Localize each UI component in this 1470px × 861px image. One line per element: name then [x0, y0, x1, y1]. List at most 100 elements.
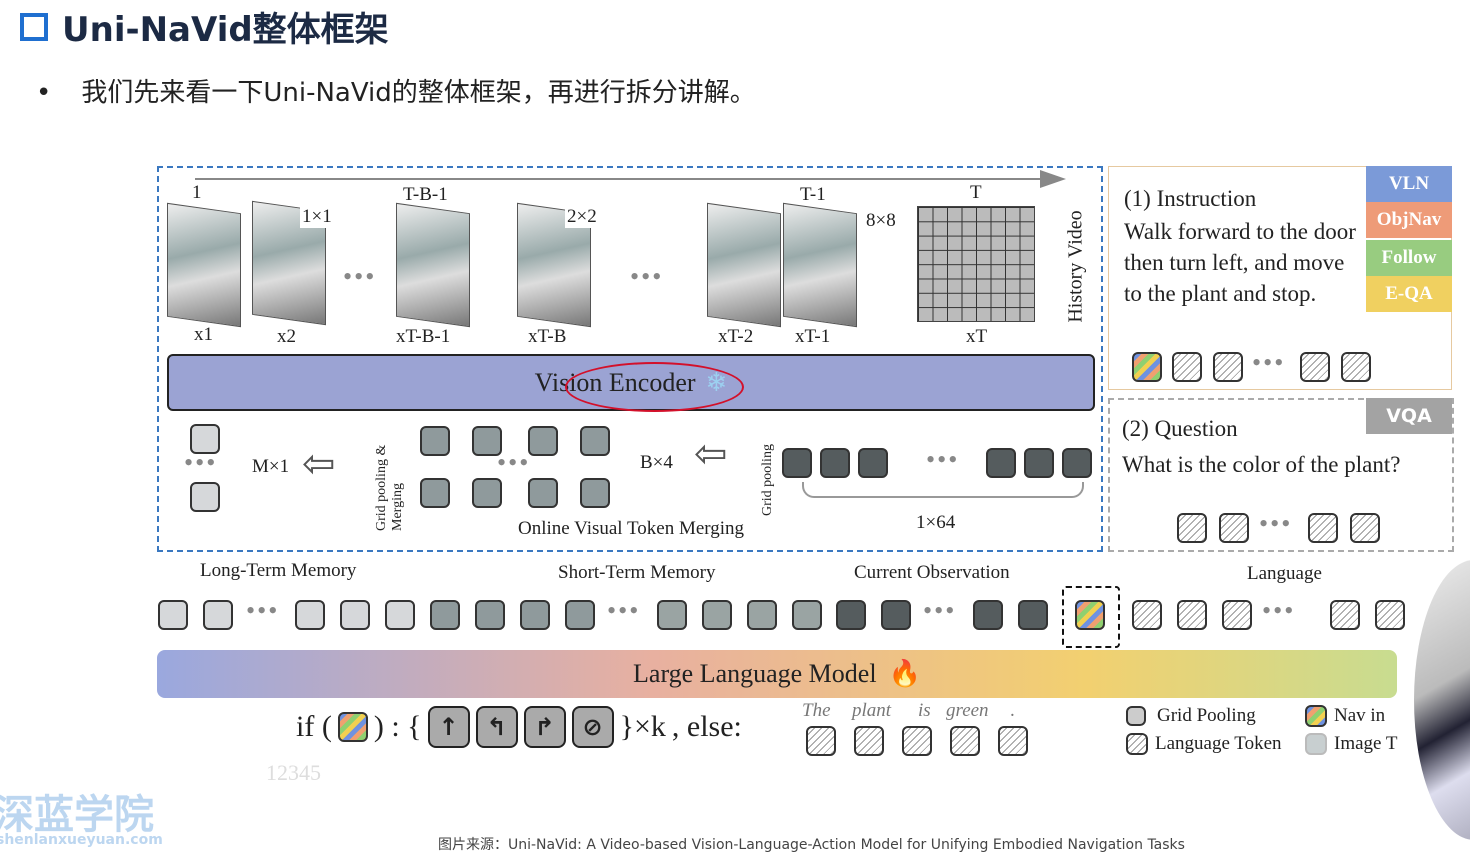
merge-token: [420, 478, 450, 508]
time-label: T-B-1: [403, 184, 448, 205]
frame-label: xT: [966, 326, 988, 347]
question-box: [1108, 398, 1454, 552]
observation-token: [836, 600, 866, 630]
tag-objnav: ObjNav: [1366, 202, 1452, 238]
tag-eqa: E-QA: [1366, 276, 1452, 312]
ellipsis: •••: [630, 262, 664, 291]
image-token-icon: [1305, 733, 1327, 755]
language-label: Language: [1247, 563, 1322, 584]
watermark-url: shenlanxueyuan.com: [0, 832, 163, 848]
current-token: [1024, 448, 1054, 478]
ellipsis: •••: [926, 445, 960, 474]
merge-token: [190, 424, 220, 454]
llm-label: Large Language Model: [633, 659, 877, 688]
merge-token: [528, 478, 558, 508]
legend-nav: Nav in: [1334, 705, 1386, 726]
instruction-text: Walk forward to the door then turn left,…: [1124, 219, 1356, 306]
tag-follow: Follow: [1366, 240, 1452, 276]
memory-token: [385, 600, 415, 630]
question-text: What is the color of the plant?: [1122, 452, 1401, 477]
timeline-arrow: [195, 178, 1045, 180]
ellipsis: •••: [607, 596, 641, 625]
token-count-label: 1×64: [916, 512, 956, 533]
ellipsis: •••: [246, 596, 280, 625]
language-token: [1375, 600, 1405, 630]
merge-count-label: B×4: [640, 452, 673, 473]
frame-label: xT-1: [795, 326, 831, 347]
memory-token: [203, 600, 233, 630]
instruction-token: [1213, 352, 1243, 382]
merge-token: [190, 482, 220, 512]
question-token: [1308, 513, 1338, 543]
times-k-label: }×k: [619, 710, 666, 743]
frame-label: x1: [194, 324, 213, 345]
current-token: [820, 448, 850, 478]
question-token: [1350, 513, 1380, 543]
frame-label: x2: [277, 326, 296, 347]
merge-token: [580, 478, 610, 508]
current-token: [858, 448, 888, 478]
video-frame: [396, 202, 470, 328]
watermark-logo: 深蓝学院: [0, 792, 154, 838]
else-label: , else:: [671, 710, 742, 743]
merge-token: [580, 426, 610, 456]
bullet-label: 我们先来看一下Uni-NaVid的整体框架，再进行拆分讲解。: [81, 78, 756, 108]
ellipsis: •••: [1252, 348, 1286, 377]
brace: [802, 482, 1084, 498]
instruction-token: [1300, 352, 1330, 382]
tag-vqa: VQA: [1366, 398, 1452, 434]
presenter-video: [1414, 560, 1470, 840]
observation-token: [1018, 600, 1048, 630]
observation-token: [881, 600, 911, 630]
nav-token-highlight: [1062, 586, 1120, 648]
language-token: [1222, 600, 1252, 630]
bullet-text: •我们先来看一下Uni-NaVid的整体框架，再进行拆分讲解。: [36, 78, 756, 108]
memory-token: [430, 600, 460, 630]
left-arrow-icon: ⇦: [302, 441, 336, 486]
language-token-icon: [1126, 733, 1148, 755]
output-formula: if ( ) : { ↑ ↰ ↱ ⊘ }×k , else:: [296, 706, 742, 748]
video-frame: [707, 202, 781, 328]
output-token: [950, 726, 980, 756]
memory-token: [475, 600, 505, 630]
time-label: T: [970, 182, 982, 203]
grid-label: 8×8: [866, 210, 896, 231]
language-token: [1330, 600, 1360, 630]
legend-image: Image T: [1334, 733, 1398, 754]
timeline-arrowhead-icon: [1040, 170, 1066, 188]
instruction-heading: (1) Instruction: [1124, 186, 1257, 211]
grid-label: 2×2: [565, 206, 599, 228]
long-term-memory-label: Long-Term Memory: [200, 560, 357, 581]
grid-frame: [917, 206, 1035, 322]
red-annotation-circle: [565, 362, 744, 412]
memory-token: [295, 600, 325, 630]
current-token: [1062, 448, 1092, 478]
video-frame: [167, 202, 241, 328]
frame-label: xT-2: [718, 326, 754, 347]
video-frame: [783, 202, 857, 328]
memory-token: [158, 600, 188, 630]
ellipsis: •••: [1259, 509, 1293, 538]
time-label: T-1: [800, 184, 826, 205]
question-token: [1219, 513, 1249, 543]
frame-label: xT-B-1: [396, 326, 451, 347]
grid-pooling-icon: [1126, 706, 1146, 726]
page-number: 12345: [266, 760, 321, 785]
nav-token-icon: [1305, 705, 1327, 727]
output-token: [902, 726, 932, 756]
ellipsis: •••: [1262, 596, 1296, 625]
memory-token: [792, 600, 822, 630]
merge-token: [472, 426, 502, 456]
output-word: plant: [852, 700, 892, 721]
output-token: [998, 726, 1028, 756]
title-square-icon: [20, 12, 48, 41]
legend-grid-pooling: Grid Pooling: [1157, 705, 1256, 726]
grid-pool-label: Grid pooling: [760, 444, 775, 516]
ellipsis: •••: [923, 596, 957, 625]
instruction-token: [1341, 352, 1371, 382]
output-word: The: [802, 700, 831, 721]
short-term-memory-label: Short-Term Memory: [558, 562, 716, 583]
action-stop-icon: ⊘: [571, 706, 614, 748]
frame-label: xT-B: [528, 326, 567, 347]
action-turn-left-icon: ↰: [475, 706, 518, 748]
